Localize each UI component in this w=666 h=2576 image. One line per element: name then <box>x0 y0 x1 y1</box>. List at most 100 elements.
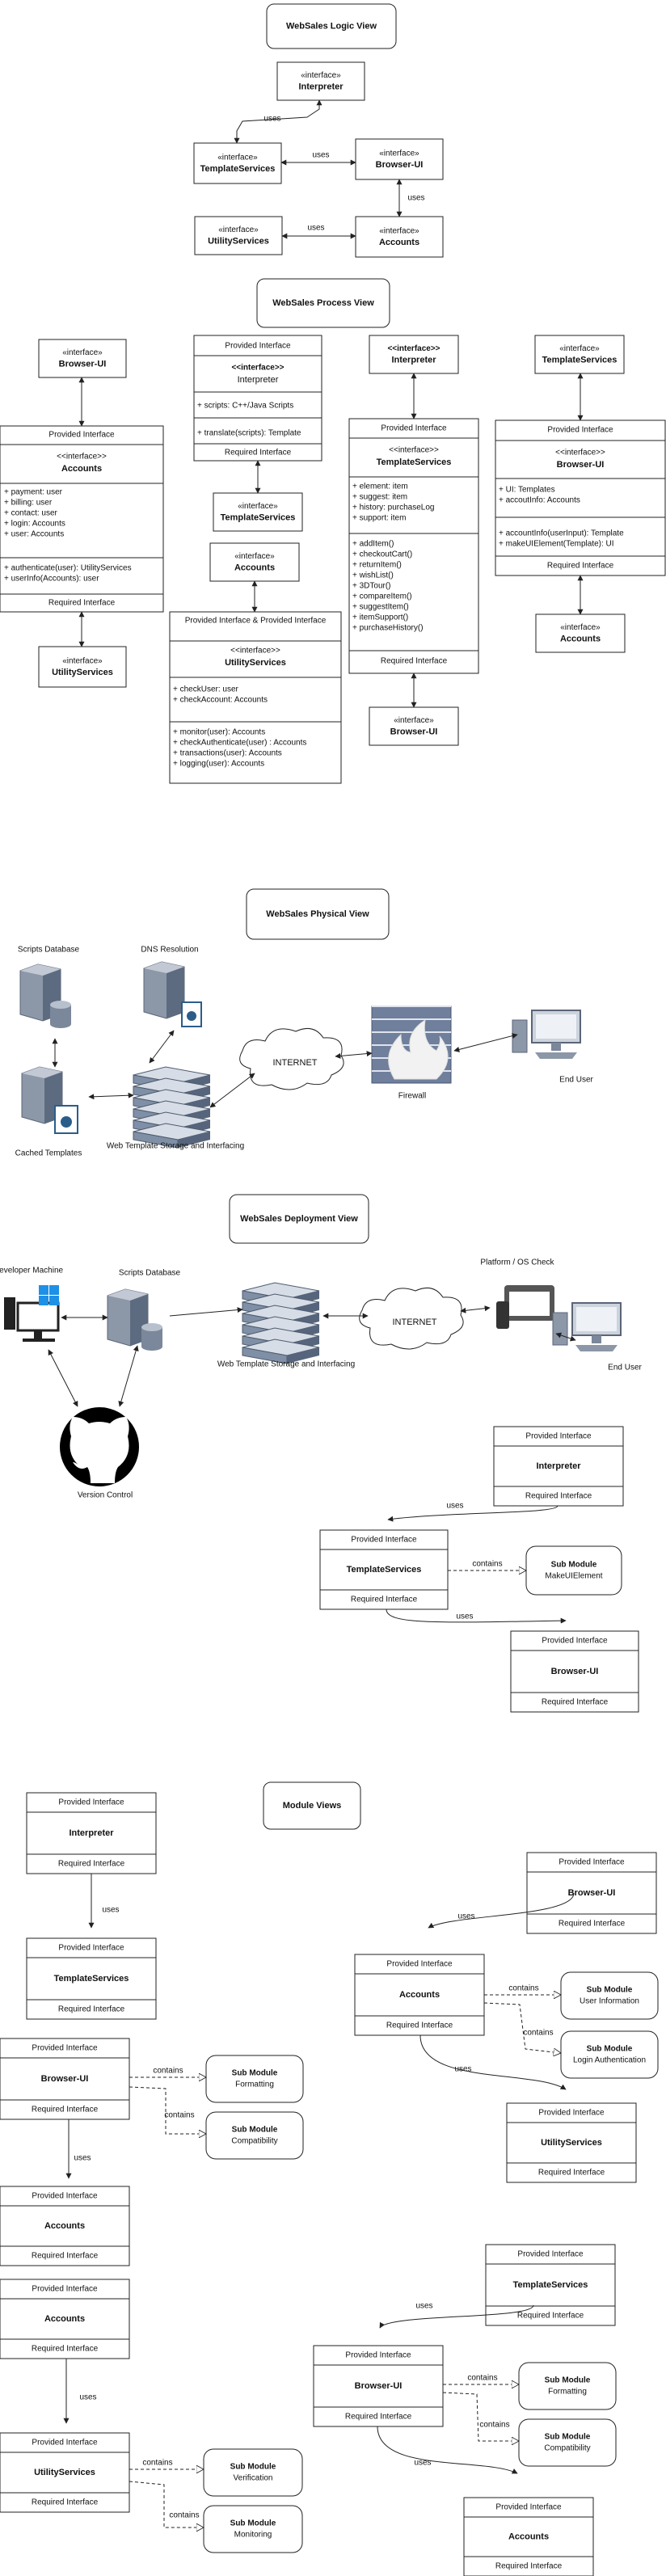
uml-member: + userInfo(Accounts): user <box>4 575 99 584</box>
sub-module-name: Monitoring <box>234 2531 272 2540</box>
sub-module-title: Sub Module <box>551 1561 597 1570</box>
uml-member: + transactions(user): Accounts <box>173 749 282 758</box>
contains-label: contains <box>164 2111 194 2120</box>
internet-label: INTERNET <box>393 1318 437 1327</box>
label: Browser-UI <box>557 460 605 470</box>
uml-member: + checkAccount: Accounts <box>173 696 268 705</box>
node-label: Developer Machine <box>0 1267 64 1275</box>
component-name: Interpreter <box>69 1828 114 1838</box>
uses-edge <box>428 1892 575 1929</box>
module-box <box>0 2038 130 2120</box>
uml-member: + contact: user <box>4 509 58 518</box>
component-name: Accounts <box>508 2532 549 2541</box>
component-name: Browser-UI <box>551 1667 599 1676</box>
node-label: Web Template Storage and Interfacing <box>107 1142 244 1151</box>
stereotype-label: «interface» <box>62 348 103 357</box>
uml-member: + login: Accounts <box>4 520 65 529</box>
edge <box>460 1305 491 1313</box>
required-interface-label: Required Interface <box>538 2169 605 2178</box>
contains-edge <box>442 2392 519 2441</box>
component-name: Browser-UI <box>390 727 438 736</box>
uses-label: uses <box>79 2393 96 2402</box>
required-interface-label: Required Interface <box>32 2106 99 2114</box>
uml-member: + payment: user <box>4 488 63 497</box>
view-title-box <box>263 1781 361 1830</box>
edge <box>555 1332 576 1342</box>
component-name: Accounts <box>399 1990 440 2000</box>
sub-module-name: Compatibility <box>544 2444 590 2453</box>
component-name: TemplateServices <box>200 164 276 174</box>
required-interface-label: Required Interface <box>58 1860 125 1869</box>
required-interface-label: Required Interface <box>32 2252 99 2261</box>
contains-label: contains <box>169 2511 199 2520</box>
module-box <box>0 2432 130 2513</box>
node-label: Platform / OS Check <box>480 1258 554 1267</box>
component-name: Browser-UI <box>376 160 424 170</box>
uml-member: + monitor(user): Accounts <box>173 728 265 737</box>
required-interface-label: Required Interface <box>48 599 116 608</box>
module-box <box>26 1937 157 2020</box>
developer-machine-icon <box>4 1297 60 1342</box>
sub-module-title: Sub Module <box>545 2433 591 2442</box>
interface-box <box>369 335 459 374</box>
module-box <box>506 2102 637 2183</box>
interface-box <box>535 613 626 653</box>
component-name: Accounts <box>379 238 419 247</box>
end-user-computer-icon <box>512 1010 581 1059</box>
sub-module-name: Compatibility <box>231 2137 277 2146</box>
logic-browser-ui <box>355 138 444 180</box>
label: Required Interface <box>225 449 292 457</box>
interface-box <box>209 542 300 582</box>
database-icon <box>50 1001 71 1028</box>
provided-interface-label: Provided Interface <box>525 1432 592 1441</box>
uses-label: uses <box>263 115 280 124</box>
provided-interface-label: Provided Interface <box>32 2285 98 2294</box>
sub-module-title: Sub Module <box>230 2463 276 2472</box>
contains-label: contains <box>467 2374 497 2383</box>
label: Interpreter <box>238 375 279 385</box>
uml-member: + history: purchaseLog <box>352 504 434 512</box>
sub-module-box <box>205 2055 304 2103</box>
github-icon <box>60 1407 139 1486</box>
component-name: Browser-UI <box>41 2074 89 2084</box>
utility-services-class <box>169 611 342 784</box>
sub-module-title: Sub Module <box>232 2069 278 2078</box>
label: Provided Interface <box>547 426 613 435</box>
contains-label: contains <box>142 2459 172 2468</box>
stereotype-label: «interface» <box>62 657 103 666</box>
uses-label: uses <box>446 1502 463 1511</box>
label: <<interface>> <box>230 647 280 656</box>
uml-member: + makeUIElement(Template): UI <box>499 540 614 549</box>
component-name: UtilityServices <box>52 668 113 677</box>
edge <box>88 1092 134 1100</box>
label: <<interface>> <box>231 364 284 373</box>
required-interface-label: Required Interface <box>32 2345 99 2354</box>
provided-interface-label: Provided Interface <box>48 431 115 440</box>
edge <box>48 1349 78 1407</box>
component-name: Interpreter <box>391 355 436 365</box>
interface-box <box>534 335 625 374</box>
uses-edge <box>379 2304 534 2329</box>
label: Provided Interface <box>225 342 291 351</box>
label: <<interface>> <box>555 449 605 457</box>
module-box <box>485 2244 616 2326</box>
contains-label: contains <box>508 1984 538 1993</box>
component-name: Browser-UI <box>568 1888 616 1898</box>
component-name: UtilityServices <box>208 236 269 246</box>
uml-member: + support: item <box>352 514 406 523</box>
stereotype-label: «interface» <box>379 227 419 236</box>
uses-edge <box>419 2034 567 2090</box>
contains-label: contains <box>479 2421 509 2430</box>
sub-module-name: User Information <box>580 1997 639 2006</box>
logic-interpreter <box>276 61 365 101</box>
edge <box>118 1345 139 1407</box>
view-title: WebSales Physical View <box>266 909 369 919</box>
label: <<interface>> <box>57 453 107 462</box>
uml-member: + purchaseHistory() <box>352 624 424 633</box>
component-name: UtilityServices <box>541 2138 602 2148</box>
provided-interface-label: Provided Interface <box>351 1536 417 1545</box>
label: Provided Interface & Provided Interface <box>185 617 327 626</box>
node-label: End User <box>608 1364 642 1372</box>
required-interface-label: Required Interface <box>345 2413 412 2422</box>
sub-module-title: Sub Module <box>587 2045 633 2054</box>
